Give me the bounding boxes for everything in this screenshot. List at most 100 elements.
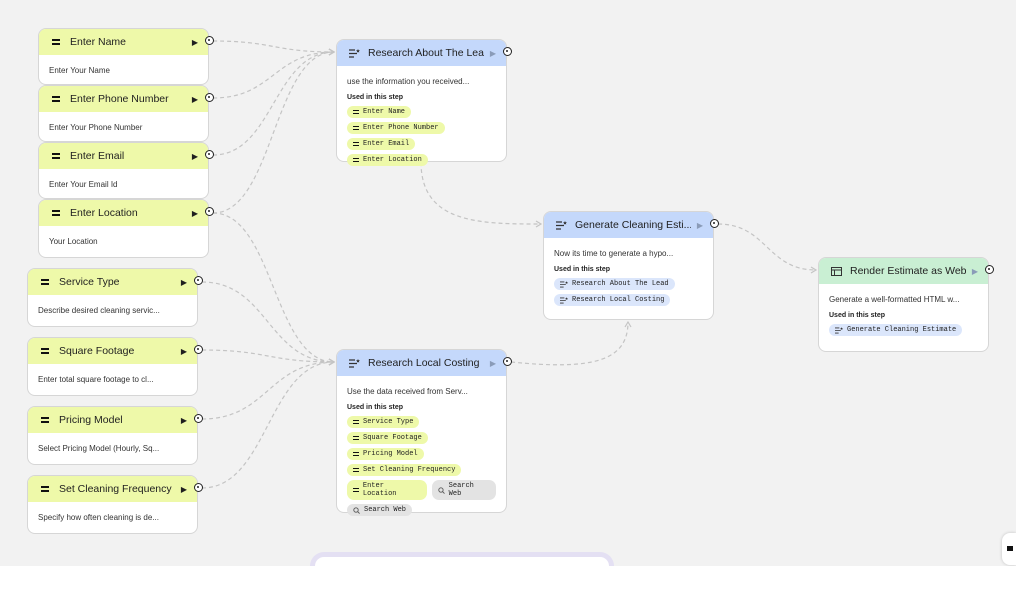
input-node-header[interactable]: Set Cleaning Frequency ▶ [28,476,203,502]
dependency-chip[interactable]: Enter Name [347,106,412,118]
text-input-icon [49,210,63,216]
step-node-header[interactable]: Research About The Lead ▶ [337,40,512,66]
dependency-chips: Generate Cleaning Estimate [829,324,978,336]
dependency-chip[interactable]: Enter Phone Number [347,122,445,134]
input-node-enter-location[interactable]: Enter Location ▶ Your Location [38,199,214,258]
dependency-chip[interactable]: Research Local Costing [554,294,671,306]
input-node-enter-phone-number[interactable]: Enter Phone Number ▶ Enter Your Phone Nu… [38,85,214,142]
connection-edge [201,349,335,363]
input-node-header[interactable]: Enter Location ▶ [39,200,214,226]
dependency-chip[interactable]: Enter Location [347,480,427,500]
step-node-research-lead[interactable]: Research About The Lead ▶ use the inform… [336,39,512,166]
text-input-icon [38,279,52,285]
play-icon[interactable]: ▶ [696,220,703,230]
text-input-icon [49,39,63,45]
dependency-chip[interactable]: Pricing Model [347,448,424,460]
connection-edge [717,223,817,271]
text-input-icon [49,96,63,102]
tool-chip[interactable]: Search Web [431,480,496,500]
input-node-square-footage[interactable]: Square Footage ▶ Enter total square foot… [27,337,203,396]
output-port-icon[interactable] [205,150,214,159]
input-node-title: Enter Name [70,36,127,48]
output-node-render-estimate[interactable]: Render Estimate as Web... ▶ Generate a w… [818,257,994,352]
text-input-icon [353,467,359,473]
dependency-chip[interactable]: Generate Cleaning Estimate [829,324,963,336]
connection-arrowhead [328,48,336,56]
output-port-icon[interactable] [985,265,994,274]
output-node-header[interactable]: Render Estimate as Web... ▶ [819,258,994,284]
output-port-icon[interactable] [194,276,203,285]
chip-label: Generate Cleaning Estimate [847,326,957,334]
connection-edge [212,51,335,214]
play-icon[interactable]: ▶ [191,208,198,218]
used-in-step-label: Used in this step [347,94,404,101]
input-node-placeholder: Select Pricing Model (Hourly, Sq... [38,444,160,453]
input-node-header[interactable]: Enter Email ▶ [39,143,214,169]
input-node-placeholder: Describe desired cleaning servic... [38,306,160,315]
output-port-icon[interactable] [205,93,214,102]
input-node-enter-email[interactable]: Enter Email ▶ Enter Your Email Id [38,142,214,199]
step-node-research-costing[interactable]: Research Local Costing ▶ Use the data re… [336,349,512,516]
input-node-pricing-model[interactable]: Pricing Model ▶ Select Pricing Model (Ho… [27,406,203,465]
output-port-icon[interactable] [503,47,512,56]
dependency-chip[interactable]: Research About The Lead [554,278,675,290]
panel-icon [1007,546,1013,551]
chip-label: Set Cleaning Frequency [363,466,456,474]
step-node-header[interactable]: Generate Cleaning Esti... ▶ [544,212,719,238]
connection-arrowhead [328,358,336,366]
play-icon[interactable]: ▶ [180,346,187,356]
play-icon[interactable]: ▶ [180,415,187,425]
input-node-header[interactable]: Square Footage ▶ [28,338,203,364]
input-node-title: Pricing Model [59,414,123,426]
dependency-chip[interactable]: Square Footage [347,432,428,444]
output-port-icon[interactable] [503,357,512,366]
output-port-icon[interactable] [194,483,203,492]
input-node-set-cleaning-frequency[interactable]: Set Cleaning Frequency ▶ Specify how oft… [27,475,203,534]
input-node-header[interactable]: Service Type ▶ [28,269,203,295]
generate-text-icon [835,326,843,333]
bottom-input-panel[interactable] [310,552,614,566]
output-port-icon[interactable] [194,345,203,354]
used-in-step-label: Used in this step [347,404,404,411]
connection-edge [201,361,335,489]
play-icon[interactable]: ▶ [191,94,198,104]
play-icon[interactable]: ▶ [180,277,187,287]
dependency-chip[interactable]: Set Cleaning Frequency [347,464,462,476]
play-icon[interactable]: ▶ [971,266,978,276]
step-node-generate-estimate[interactable]: Generate Cleaning Esti... ▶ Now its time… [543,211,719,320]
input-node-service-type[interactable]: Service Type ▶ Describe desired cleaning… [27,268,203,327]
input-node-header[interactable]: Enter Name ▶ [39,29,214,55]
tool-chip[interactable]: Search Web [347,504,413,516]
input-node-title: Enter Location [70,207,138,219]
connection-arrowhead [328,48,336,56]
generate-text-icon [347,358,361,368]
side-panel-toggle-button[interactable] [1002,533,1016,565]
output-port-icon[interactable] [205,207,214,216]
search-icon [438,486,445,494]
play-icon[interactable]: ▶ [489,358,496,368]
connection-edge [510,321,629,366]
input-node-header[interactable]: Pricing Model ▶ [28,407,203,433]
output-port-icon[interactable] [194,414,203,423]
search-icon [353,506,360,514]
dependency-chip[interactable]: Enter Email [347,138,416,150]
text-input-icon [353,435,359,441]
text-input-icon [353,109,359,115]
output-port-icon[interactable] [710,219,719,228]
play-icon[interactable]: ▶ [180,484,187,494]
workflow-canvas[interactable]: Enter Name ▶ Enter Your Name Enter Phone… [0,0,1016,566]
input-node-title: Set Cleaning Frequency [59,483,172,495]
output-port-icon[interactable] [205,36,214,45]
step-node-title: Generate Cleaning Esti... [575,219,691,231]
play-icon[interactable]: ▶ [191,37,198,47]
step-node-header[interactable]: Research Local Costing ▶ [337,350,512,376]
input-node-enter-name[interactable]: Enter Name ▶ Enter Your Name [38,28,214,85]
text-input-icon [353,451,359,457]
dependency-chip[interactable]: Enter Location [347,154,428,166]
connection-edge [212,51,335,156]
play-icon[interactable]: ▶ [191,151,198,161]
input-node-header[interactable]: Enter Phone Number ▶ [39,86,214,112]
input-node-title: Enter Phone Number [70,93,169,105]
play-icon[interactable]: ▶ [489,48,496,58]
dependency-chip[interactable]: Service Type [347,416,420,428]
